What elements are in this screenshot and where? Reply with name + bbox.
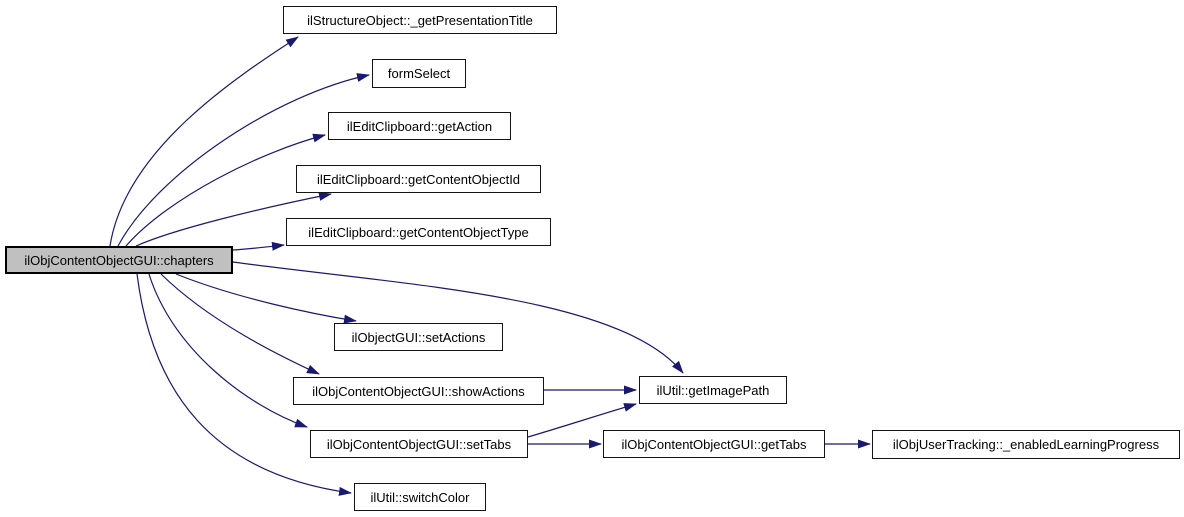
node-get-presentation-title[interactable]: ilStructureObject::_getPresentationTitle	[283, 6, 557, 34]
edge-chapters-to-set-tabs	[148, 273, 308, 428]
node-switch-color[interactable]: ilUtil::switchColor	[354, 483, 486, 511]
node-enabled-learning-progress[interactable]: ilObjUserTracking::_enabledLearningProgr…	[872, 430, 1180, 459]
edge-chapters-to-set-actions	[175, 273, 357, 324]
node-get-image-path[interactable]: ilUtil::getImagePath	[639, 376, 787, 404]
node-get-content-object-id[interactable]: ilEditClipboard::getContentObjectId	[296, 165, 541, 193]
node-get-action[interactable]: ilEditClipboard::getAction	[328, 112, 511, 140]
node-show-actions[interactable]: ilObjContentObjectGUI::showActions	[293, 377, 544, 405]
edge-chapters-to-switch-color	[136, 273, 352, 496]
node-set-actions[interactable]: ilObjectGUI::setActions	[334, 323, 503, 351]
node-form-select[interactable]: formSelect	[372, 59, 466, 88]
edge-chapters-to-get-content-object-type	[232, 241, 285, 251]
edge-chapters-to-get-presentation-title	[109, 36, 299, 247]
edge-set-tabs-to-get-image-path	[527, 403, 637, 438]
edge-chapters-to-get-content-object-id	[135, 191, 332, 247]
node-chapters: ilObjContentObjectGUI::chapters	[5, 246, 233, 274]
edge-chapters-to-get-action	[125, 133, 326, 247]
edge-chapters-to-form-select	[117, 73, 370, 247]
edge-chapters-to-get-image-path	[232, 261, 684, 374]
node-get-tabs[interactable]: ilObjContentObjectGUI::getTabs	[603, 430, 825, 458]
node-get-content-object-type[interactable]: ilEditClipboard::getContentObjectType	[286, 218, 551, 246]
edge-chapters-to-show-actions	[160, 273, 320, 375]
node-set-tabs[interactable]: ilObjContentObjectGUI::setTabs	[310, 430, 528, 458]
